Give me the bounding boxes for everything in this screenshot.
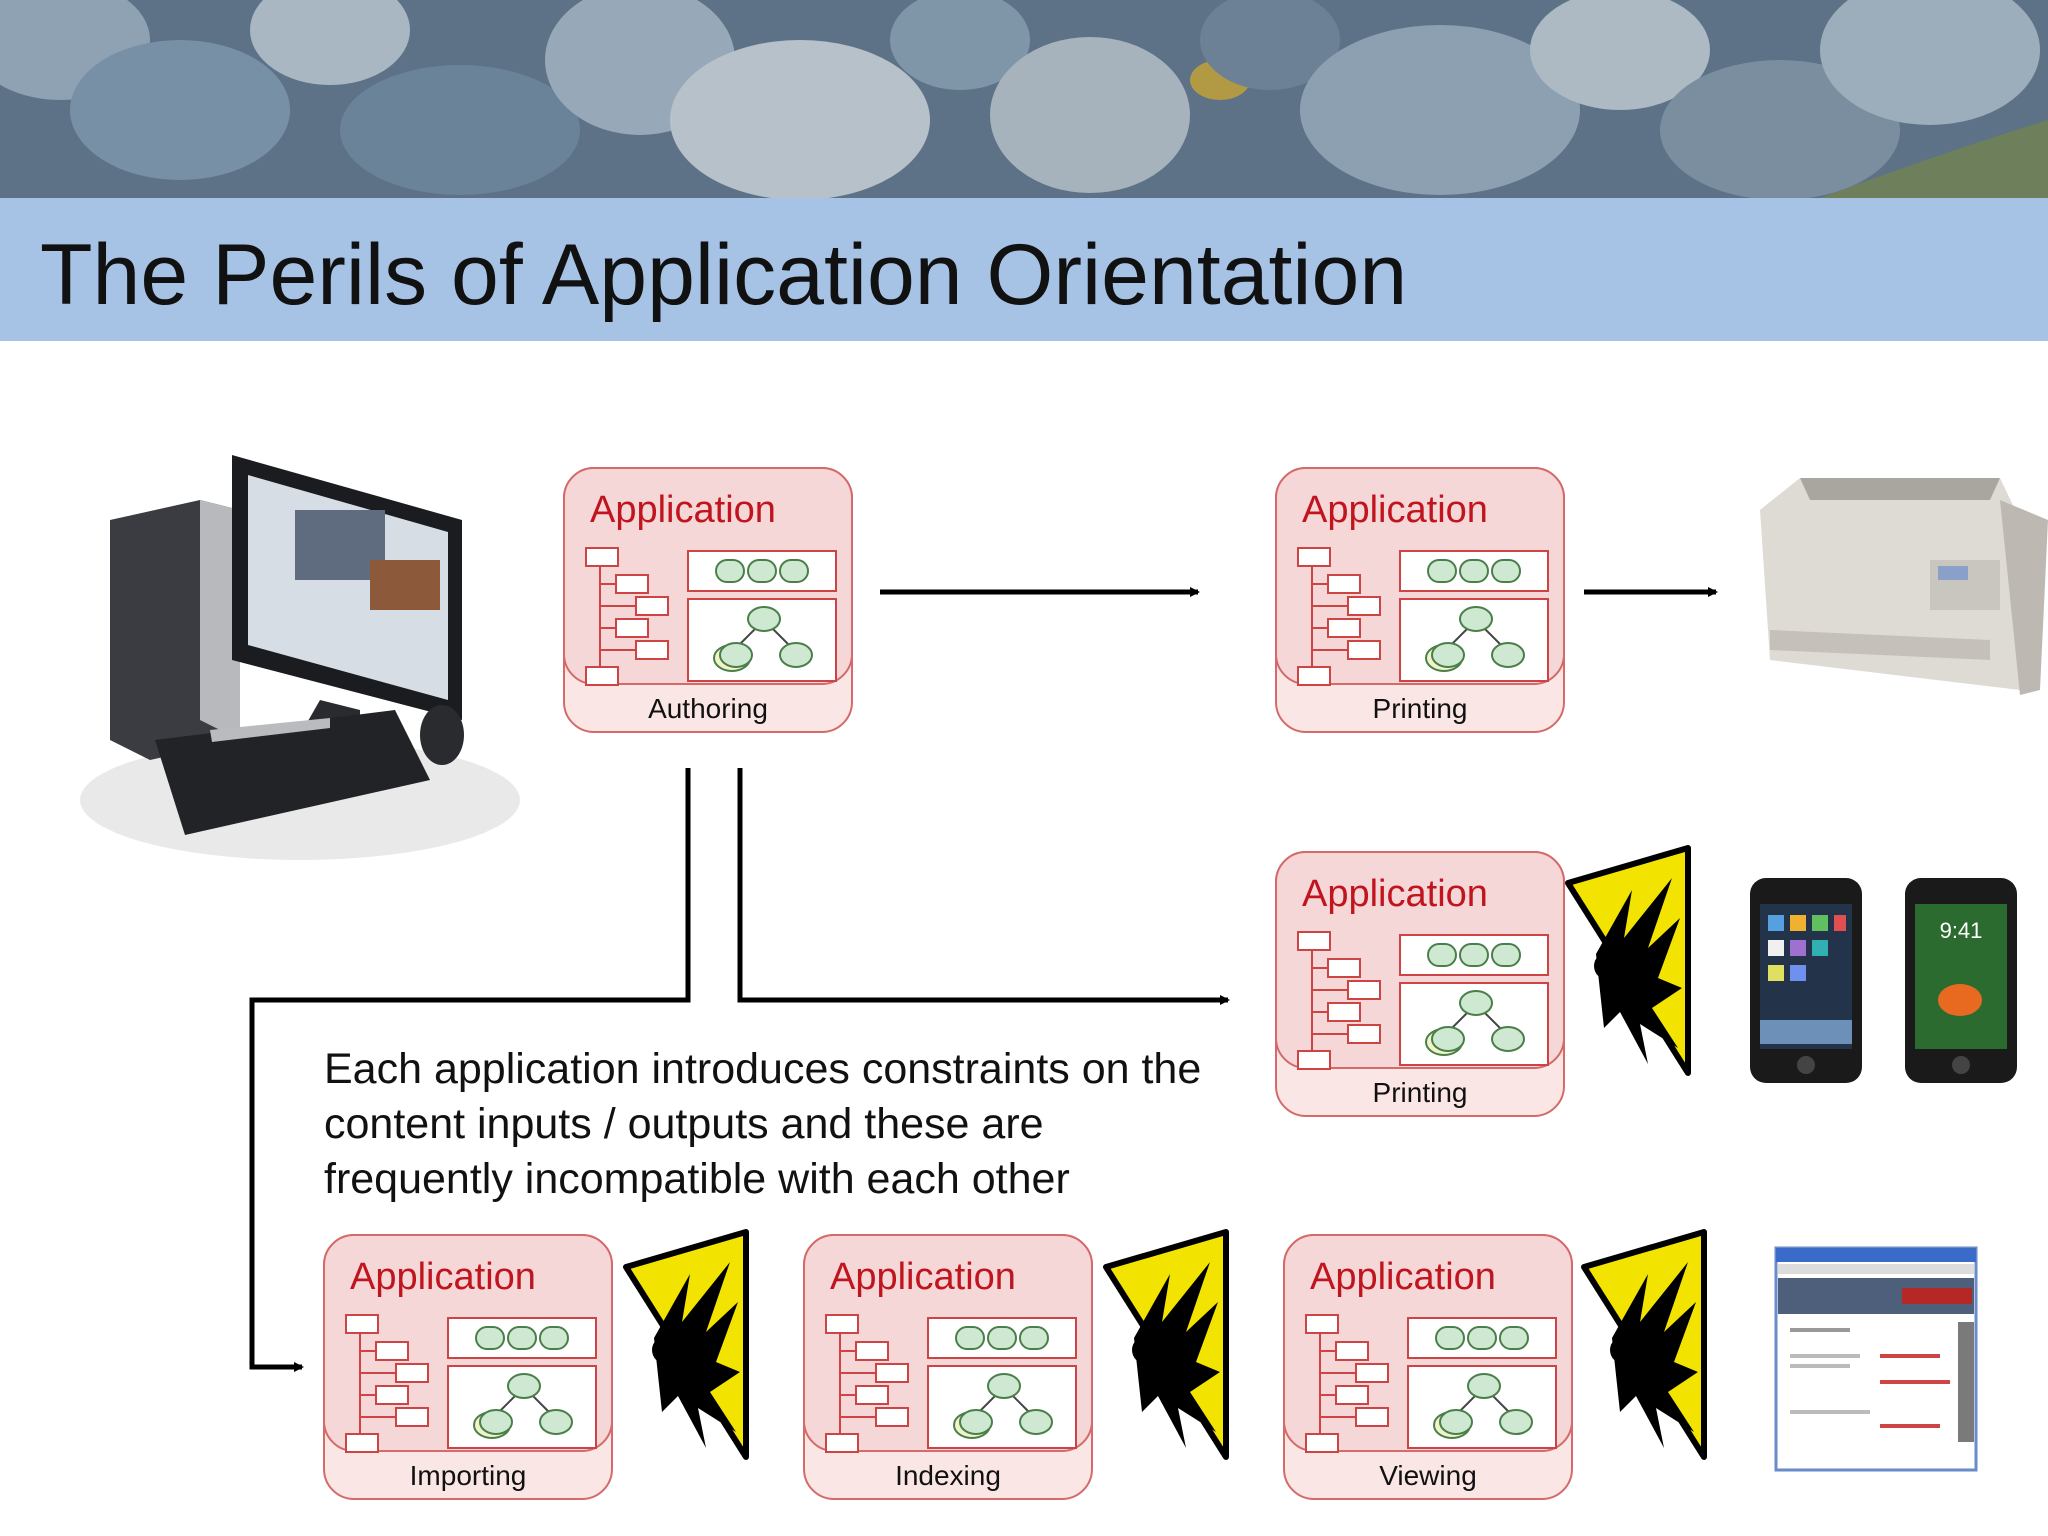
- laser-printer-image: [1760, 478, 2048, 695]
- slide-title: The Perils of Application Orientation: [40, 227, 1408, 323]
- application-title: Application: [1302, 873, 1488, 915]
- application-label: Indexing: [895, 1460, 1001, 1491]
- application-title: Application: [1310, 1256, 1496, 1298]
- web-page-thumbnail-image: [1774, 1246, 1978, 1472]
- smartphone-clock-image: 9:41: [1905, 878, 2017, 1083]
- application-label: Printing: [1373, 1077, 1468, 1108]
- application-block-printing-mobile: Application Printing: [1275, 851, 1565, 1117]
- application-label: Printing: [1373, 693, 1468, 724]
- application-block-viewing: Application Viewing: [1283, 1234, 1573, 1500]
- application-label: Importing: [410, 1460, 527, 1491]
- smartphone-apps-image: [1750, 878, 1862, 1083]
- application-block-importing: Application Importing: [323, 1234, 613, 1500]
- rocks-banner-image: [0, 0, 2048, 198]
- title-bar: [0, 198, 2048, 341]
- phone-clock-text: 9:41: [1940, 918, 1983, 943]
- application-label: Viewing: [1379, 1460, 1477, 1491]
- warning-sign-icon: [626, 1232, 746, 1457]
- application-title: Application: [350, 1256, 536, 1298]
- application-title: Application: [830, 1256, 1016, 1298]
- arrow-authoring-to-mobile: [737, 768, 1230, 1005]
- application-block-authoring: Application Authoring: [563, 467, 853, 733]
- diagram-description: Each application introduces constraints …: [324, 1045, 1202, 1203]
- application-title: Application: [1302, 489, 1488, 531]
- arrow-authoring-to-importing: [249, 768, 691, 1372]
- warning-sign-icon: [1568, 848, 1688, 1073]
- application-title: Application: [590, 489, 776, 531]
- application-label: Authoring: [648, 693, 768, 724]
- application-block-indexing: Application Indexing: [803, 1234, 1093, 1500]
- warning-sign-icon: [1106, 1232, 1226, 1457]
- application-block-printing: Application Printing: [1275, 467, 1565, 733]
- warning-sign-icon: [1584, 1232, 1704, 1457]
- desktop-computer-image: [80, 455, 520, 860]
